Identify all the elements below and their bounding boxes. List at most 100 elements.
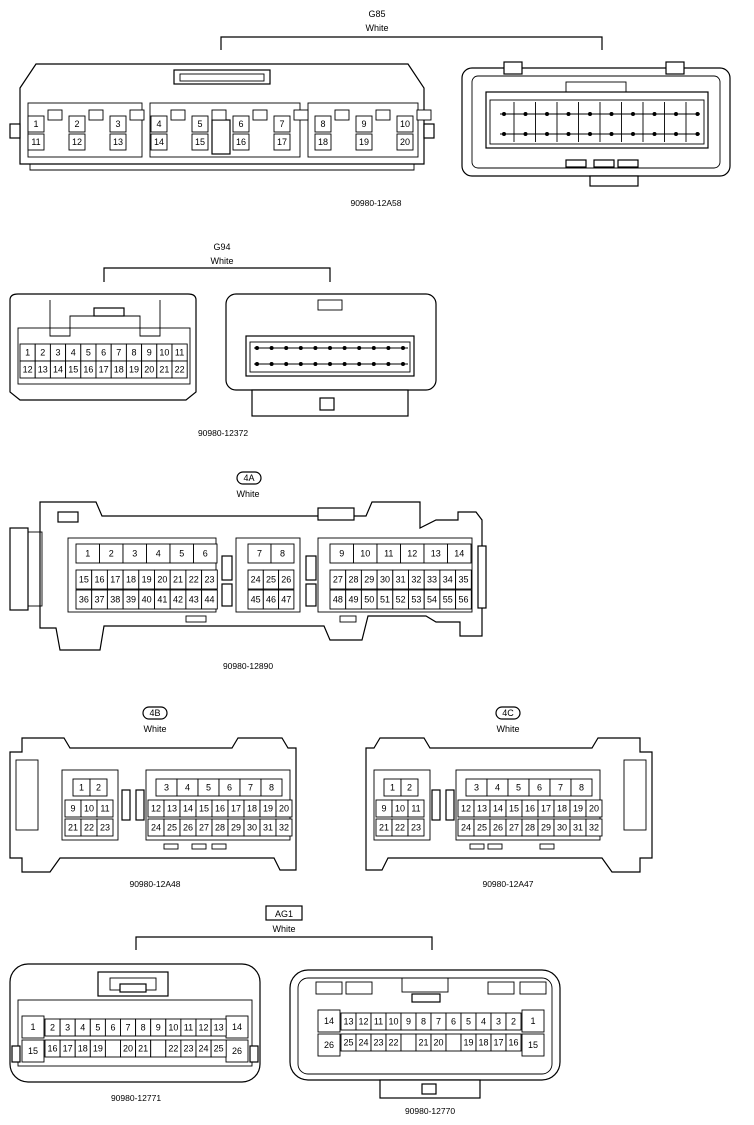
- g85-pin-box: [355, 115, 373, 133]
- g85-pin-box: [334, 109, 350, 121]
- 4a-pin-number: 6: [203, 549, 208, 559]
- g85-terminal: [609, 132, 614, 136]
- 4a-pin-number: 55: [443, 595, 453, 605]
- g94-pin-number: 21: [159, 365, 169, 375]
- 4a-pin-number: 40: [142, 595, 152, 605]
- g85-pin-box: [273, 133, 291, 151]
- 4a-pin-number: 17: [110, 575, 120, 585]
- 4c-pin-number: 14: [493, 804, 503, 814]
- g94-terminal: [386, 346, 391, 350]
- g94-pin-number: 19: [129, 365, 139, 375]
- 4c-pin-number: 7: [558, 783, 563, 793]
- ag1-rear-pin-number: 21: [418, 1038, 428, 1048]
- 4b-pin-number: 25: [167, 823, 177, 833]
- 4c-pin-number: 5: [516, 783, 521, 793]
- 4a-label-oval: [236, 471, 262, 485]
- g94-terminal: [298, 362, 303, 366]
- g94-terminal: [371, 346, 376, 350]
- g85-pin-number: 5: [197, 119, 202, 129]
- 4a-pin-number: 34: [443, 575, 453, 585]
- ag1-rear-pin-number: 1: [530, 1016, 535, 1026]
- 4a-pin-number: 50: [364, 595, 374, 605]
- g94-pin-number: 5: [86, 348, 91, 358]
- 4c-pin-number: 25: [477, 823, 487, 833]
- 4b-pin-number: 7: [248, 783, 253, 793]
- g94-terminal: [313, 346, 318, 350]
- 4a-pin-number: 51: [380, 595, 390, 605]
- g85-pin-number: 19: [359, 137, 369, 147]
- ag1-pin-number: 9: [156, 1023, 161, 1033]
- 4b-pin-number: 15: [199, 804, 209, 814]
- 4a-pin-number: 11: [384, 549, 393, 559]
- 4b-pin-number: 32: [279, 823, 289, 833]
- ag1-pin-number: 15: [28, 1046, 38, 1056]
- 4a-pin-number: 46: [266, 595, 276, 605]
- 4b-pin-number: 27: [199, 823, 209, 833]
- g85-pin-box: [109, 133, 127, 151]
- 4b-pin-number: 28: [215, 823, 225, 833]
- 4b-pin-number: 1: [79, 783, 84, 793]
- g85-pin-box: [232, 115, 250, 133]
- g94-rear-terminals: [254, 346, 408, 366]
- 4a-pin-number: 12: [407, 549, 417, 559]
- ag1-rear-pin-number: 10: [388, 1017, 398, 1027]
- ag1-pin-number: 17: [63, 1044, 73, 1054]
- ag1-pin-number: 12: [199, 1023, 209, 1033]
- g85-pin-number: 12: [72, 137, 82, 147]
- 4c-pin-number: 29: [541, 823, 551, 833]
- g94-pin-number: 16: [83, 365, 93, 375]
- g85-terminal: [652, 112, 657, 116]
- 4a-pin-number: 4: [156, 549, 161, 559]
- ag1-pin-number: 4: [80, 1023, 85, 1033]
- 4a-pin-number: 45: [251, 595, 261, 605]
- g85-terminal: [523, 132, 528, 136]
- g94-pin-number: 17: [99, 365, 109, 375]
- 4a-pin-number: 20: [157, 575, 167, 585]
- g85-pin-number: 2: [74, 119, 79, 129]
- 4a-pin-number: 9: [339, 549, 344, 559]
- 4a-pin-number: 38: [110, 595, 120, 605]
- 4b-pin-box: [96, 799, 114, 818]
- ag1-pin-number: 20: [123, 1044, 133, 1054]
- g85-terminal: [566, 132, 571, 136]
- g94-terminal: [255, 362, 259, 366]
- ag1-pin-box: [210, 1039, 227, 1058]
- 4a-pin-number: 25: [266, 575, 276, 585]
- ag1-pin-number: 24: [199, 1044, 209, 1054]
- ag1-part-number: 90980-12771: [111, 1093, 161, 1103]
- ag1-pin-box: [104, 1039, 121, 1058]
- g85-terminal: [502, 112, 506, 116]
- g85-pin-number: 18: [318, 137, 328, 147]
- g85-color: White: [365, 23, 388, 33]
- g85-pin-number: 14: [154, 137, 164, 147]
- 4c-pin-box: [407, 818, 425, 837]
- g94-pin-number: 6: [101, 348, 106, 358]
- 4c-pin-number: 20: [589, 804, 599, 814]
- ag1-rear-pin-number: 15: [528, 1040, 538, 1050]
- 4c-pin-number: 21: [379, 823, 389, 833]
- 4a-pin-number: 1: [85, 549, 90, 559]
- g94-terminal: [313, 362, 318, 366]
- ag1-rear-pin-box: [505, 1012, 522, 1031]
- 4a-pin-box: [278, 569, 295, 590]
- 4c-pin-number: 32: [589, 823, 599, 833]
- g85-label: G85: [368, 9, 385, 19]
- 4c-pin-number: 19: [573, 804, 583, 814]
- g94-pin-number: 18: [114, 365, 124, 375]
- ag1-pin-number: 2: [50, 1023, 55, 1033]
- 4b-pin-number: 23: [100, 823, 110, 833]
- 4b-label: 4B: [149, 708, 160, 718]
- g94-terminal: [298, 346, 303, 350]
- 4a-pin-number: 24: [251, 575, 261, 585]
- 4a-pin-number: 8: [280, 549, 285, 559]
- ag1-rear-pin-number: 26: [324, 1040, 334, 1050]
- g85-pin-box: [314, 133, 332, 151]
- 4a-pin-box: [270, 543, 295, 564]
- ag1-pin-number: 25: [214, 1044, 224, 1054]
